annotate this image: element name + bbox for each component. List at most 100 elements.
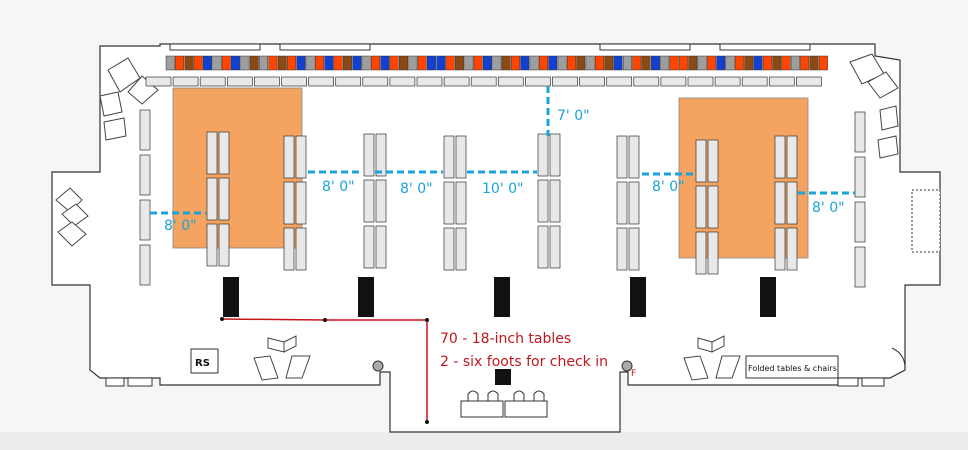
chair bbox=[604, 55, 614, 71]
chair bbox=[203, 55, 213, 71]
table bbox=[443, 135, 455, 179]
top-chair-row bbox=[165, 55, 828, 71]
table bbox=[549, 133, 561, 177]
chair bbox=[622, 55, 632, 71]
podium-icon-left bbox=[253, 335, 311, 381]
chair bbox=[454, 55, 464, 71]
chair bbox=[492, 55, 502, 71]
table bbox=[308, 76, 334, 87]
chair bbox=[734, 55, 744, 71]
table bbox=[633, 76, 660, 87]
measurement-5: 7' 0" bbox=[557, 108, 590, 124]
chair bbox=[240, 55, 250, 71]
table bbox=[283, 181, 295, 225]
chair bbox=[482, 55, 492, 71]
chair bbox=[809, 55, 819, 71]
table bbox=[443, 227, 455, 271]
chair bbox=[613, 55, 623, 71]
chair bbox=[566, 55, 576, 71]
black-table bbox=[358, 277, 374, 317]
table bbox=[139, 109, 151, 151]
checkin-chairs bbox=[467, 390, 545, 403]
table bbox=[616, 135, 628, 179]
measurement-7: 8' 0" bbox=[812, 200, 845, 216]
chair bbox=[175, 55, 185, 71]
chair bbox=[725, 55, 735, 71]
table bbox=[375, 133, 387, 177]
table bbox=[455, 227, 467, 271]
chair bbox=[212, 55, 222, 71]
table bbox=[139, 154, 151, 196]
table bbox=[455, 181, 467, 225]
chair bbox=[324, 55, 334, 71]
measurement-1: 8' 0" bbox=[164, 218, 197, 234]
table bbox=[786, 227, 798, 271]
table bbox=[295, 135, 307, 179]
measurement-2: 8' 0" bbox=[322, 179, 355, 195]
chair bbox=[249, 55, 259, 71]
folded-label: Folded tables & chairs bbox=[748, 364, 837, 373]
table bbox=[443, 76, 470, 87]
checkin-table-1 bbox=[460, 400, 504, 418]
chair bbox=[800, 55, 810, 71]
chair bbox=[669, 55, 679, 71]
chair bbox=[352, 55, 362, 71]
chair bbox=[706, 55, 716, 71]
table bbox=[549, 179, 561, 223]
chair bbox=[371, 55, 381, 71]
chair bbox=[231, 55, 241, 71]
table bbox=[854, 156, 866, 198]
table bbox=[363, 133, 375, 177]
table bbox=[455, 135, 467, 179]
table bbox=[606, 76, 633, 87]
table bbox=[218, 177, 230, 221]
table bbox=[628, 135, 640, 179]
measurement-3: 8' 0" bbox=[400, 181, 433, 197]
chair bbox=[697, 55, 707, 71]
chair bbox=[333, 55, 343, 71]
chair bbox=[473, 55, 483, 71]
table bbox=[695, 139, 707, 183]
chair bbox=[268, 55, 278, 71]
table bbox=[537, 225, 549, 269]
measure-lines bbox=[150, 86, 855, 215]
chair bbox=[520, 55, 530, 71]
table bbox=[660, 76, 687, 87]
chair bbox=[426, 55, 436, 71]
table bbox=[335, 76, 362, 87]
table bbox=[714, 76, 741, 87]
chair bbox=[650, 55, 660, 71]
chair bbox=[184, 55, 194, 71]
chair bbox=[277, 55, 287, 71]
chair bbox=[557, 55, 567, 71]
chair bbox=[259, 55, 269, 71]
table bbox=[768, 76, 795, 87]
corner-decor-left bbox=[55, 57, 159, 247]
chair bbox=[716, 55, 726, 71]
table bbox=[206, 177, 218, 221]
table bbox=[741, 76, 768, 87]
table bbox=[854, 111, 866, 153]
booth-area-left bbox=[172, 87, 303, 249]
chair bbox=[464, 55, 474, 71]
checkin-podium bbox=[495, 369, 511, 385]
table bbox=[786, 135, 798, 179]
table bbox=[854, 201, 866, 243]
table-columns bbox=[139, 109, 866, 288]
black-table bbox=[630, 277, 646, 317]
table bbox=[226, 76, 253, 87]
table bbox=[628, 227, 640, 271]
table bbox=[199, 76, 226, 87]
wall-details bbox=[105, 43, 941, 387]
chair bbox=[660, 55, 670, 71]
table bbox=[375, 225, 387, 269]
chair bbox=[510, 55, 520, 71]
chair bbox=[408, 55, 418, 71]
table bbox=[363, 179, 375, 223]
chair bbox=[305, 55, 315, 71]
chair bbox=[287, 55, 297, 71]
checkin-note: 2 - six foots for check in bbox=[440, 354, 608, 370]
table bbox=[695, 185, 707, 229]
table bbox=[283, 227, 295, 271]
chair bbox=[781, 55, 791, 71]
